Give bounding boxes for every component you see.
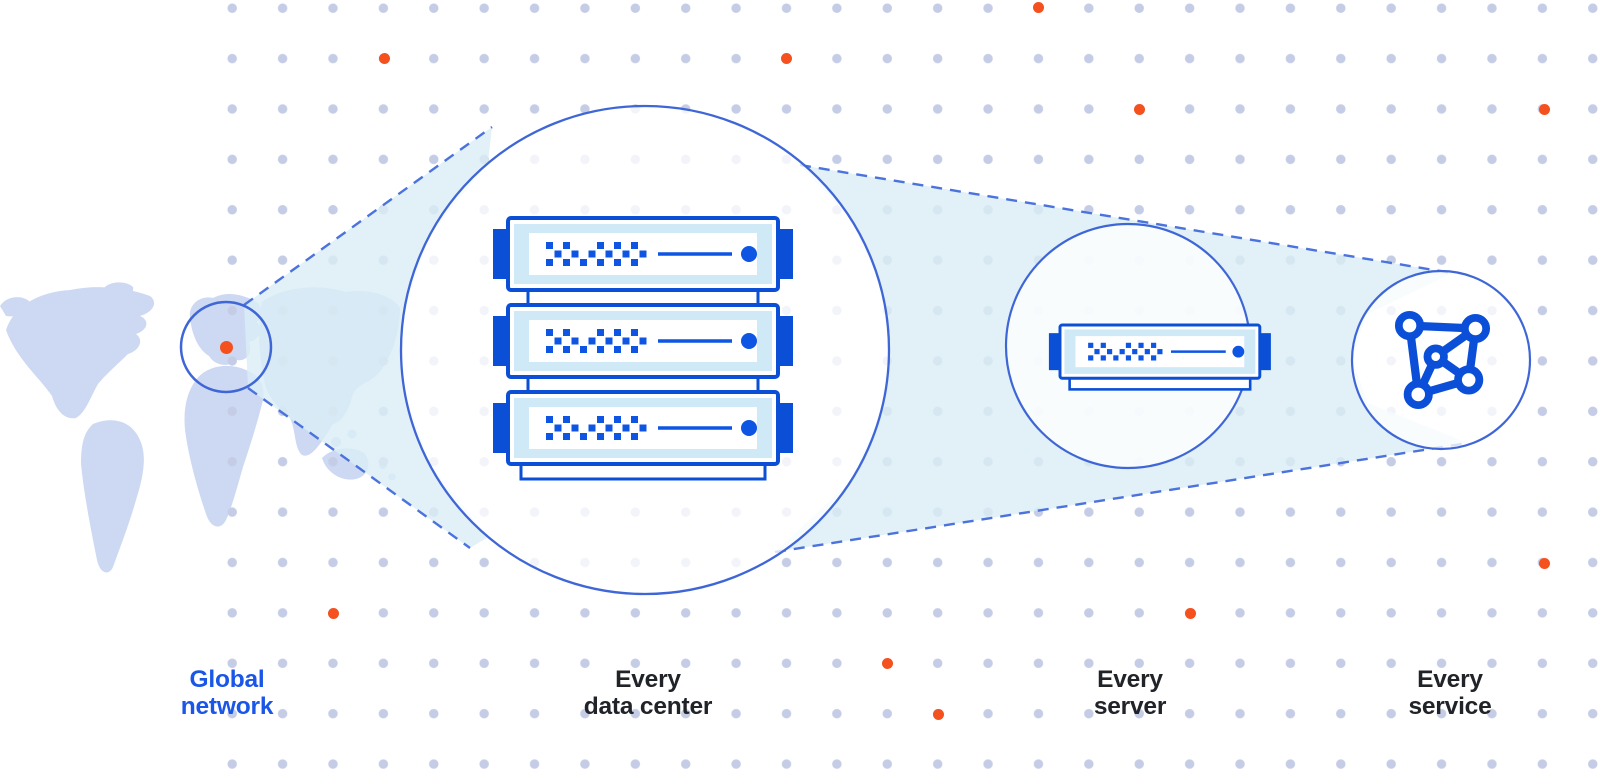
- accent-dot: [1538, 557, 1550, 569]
- accent-dot: [881, 657, 893, 669]
- accent-dot: [378, 52, 390, 64]
- accent-dot: [780, 52, 792, 64]
- server-unit: [1047, 323, 1273, 380]
- server-unit: [491, 216, 795, 292]
- stage-label-every-service: Every service: [1408, 666, 1492, 720]
- server-rack-stack-icon: [491, 216, 795, 481]
- accent-dot: [932, 708, 944, 720]
- stage-label-global-network: Global network: [180, 666, 274, 720]
- map-region-circle: [179, 300, 273, 394]
- network-graph-icon: [1394, 311, 1491, 410]
- single-server-icon: [1047, 323, 1273, 391]
- server-unit: [491, 390, 795, 466]
- stage-label-every-data-center: Every data center: [583, 666, 713, 720]
- dashed-line-datacenter-to-service-top: [799, 163, 1453, 275]
- map-south-america: [81, 420, 144, 573]
- accent-dot: [1032, 1, 1044, 13]
- map-north-america: [6, 287, 155, 419]
- server-unit: [491, 303, 795, 379]
- map-alaska: [0, 297, 30, 317]
- accent-dot: [1184, 607, 1196, 619]
- accent-dot: [1538, 103, 1550, 115]
- accent-dot: [1133, 103, 1145, 115]
- dashed-line-datacenter-to-service-bottom: [774, 441, 1469, 554]
- map-greenland: [102, 282, 134, 301]
- dashed-line-map-to-datacenter-top: [243, 126, 493, 306]
- dashed-line-map-to-datacenter-bottom: [247, 387, 471, 549]
- stage-label-every-server: Every server: [1093, 666, 1167, 720]
- accent-dot: [327, 607, 339, 619]
- location-marker-dot: [219, 340, 233, 354]
